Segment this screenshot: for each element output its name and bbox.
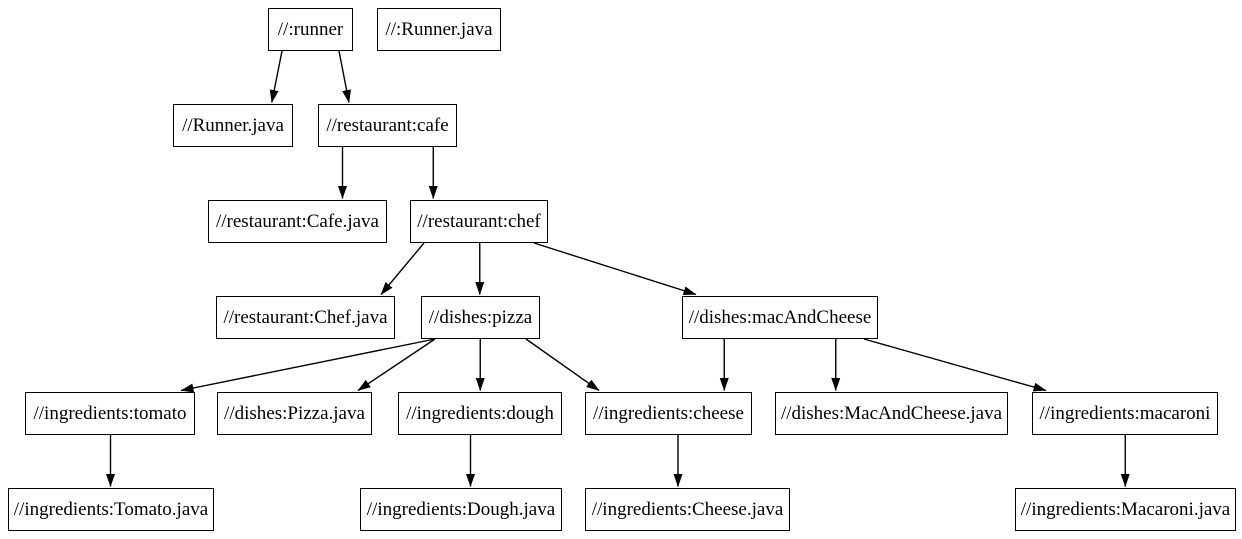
edge-runner-to-runner_java xyxy=(269,50,283,103)
graph-node-macaroni: //ingredients:macaroni xyxy=(1032,392,1218,435)
edge-chef-to-chef_java xyxy=(380,242,425,295)
graph-node-dough: //ingredients:dough xyxy=(398,392,562,435)
graph-node-runner_java: //Runner.java xyxy=(173,104,293,147)
edge-macandcheese-to-macaroni xyxy=(863,338,1047,392)
edge-runner-to-cafe xyxy=(338,50,352,103)
graph-node-tomato: //ingredients:tomato xyxy=(25,392,195,435)
graph-node-dough_java: //ingredients:Dough.java xyxy=(360,488,562,531)
graph-node-macaroni_java: //ingredients:Macaroni.java xyxy=(1015,488,1236,531)
graph-node-macandcheese_java: //dishes:MacAndCheese.java xyxy=(775,392,1008,435)
graph-node-runner: //:runner xyxy=(268,8,353,51)
graph-node-cheese_java: //ingredients:Cheese.java xyxy=(585,488,790,531)
graph-node-runner_java_root: //:Runner.java xyxy=(377,8,501,51)
graph-node-tomato_java: //ingredients:Tomato.java xyxy=(8,488,214,531)
graph-node-chef: //restaurant:chef xyxy=(410,200,548,243)
graph-node-cheese: //ingredients:cheese xyxy=(585,392,752,435)
graph-node-cafe_java: //restaurant:Cafe.java xyxy=(208,200,387,243)
edge-pizza-to-pizza_java xyxy=(357,338,436,392)
graph-node-cafe: //restaurant:cafe xyxy=(318,104,457,147)
edge-chef-to-macandcheese xyxy=(533,242,697,296)
graph-node-chef_java: //restaurant:Chef.java xyxy=(216,296,395,339)
edge-pizza-to-tomato xyxy=(180,338,436,393)
edge-pizza-to-cheese xyxy=(525,338,600,392)
graph-node-macandcheese: //dishes:macAndCheese xyxy=(682,296,878,339)
graph-node-pizza: //dishes:pizza xyxy=(421,296,540,339)
graph-node-pizza_java: //dishes:Pizza.java xyxy=(217,392,372,435)
